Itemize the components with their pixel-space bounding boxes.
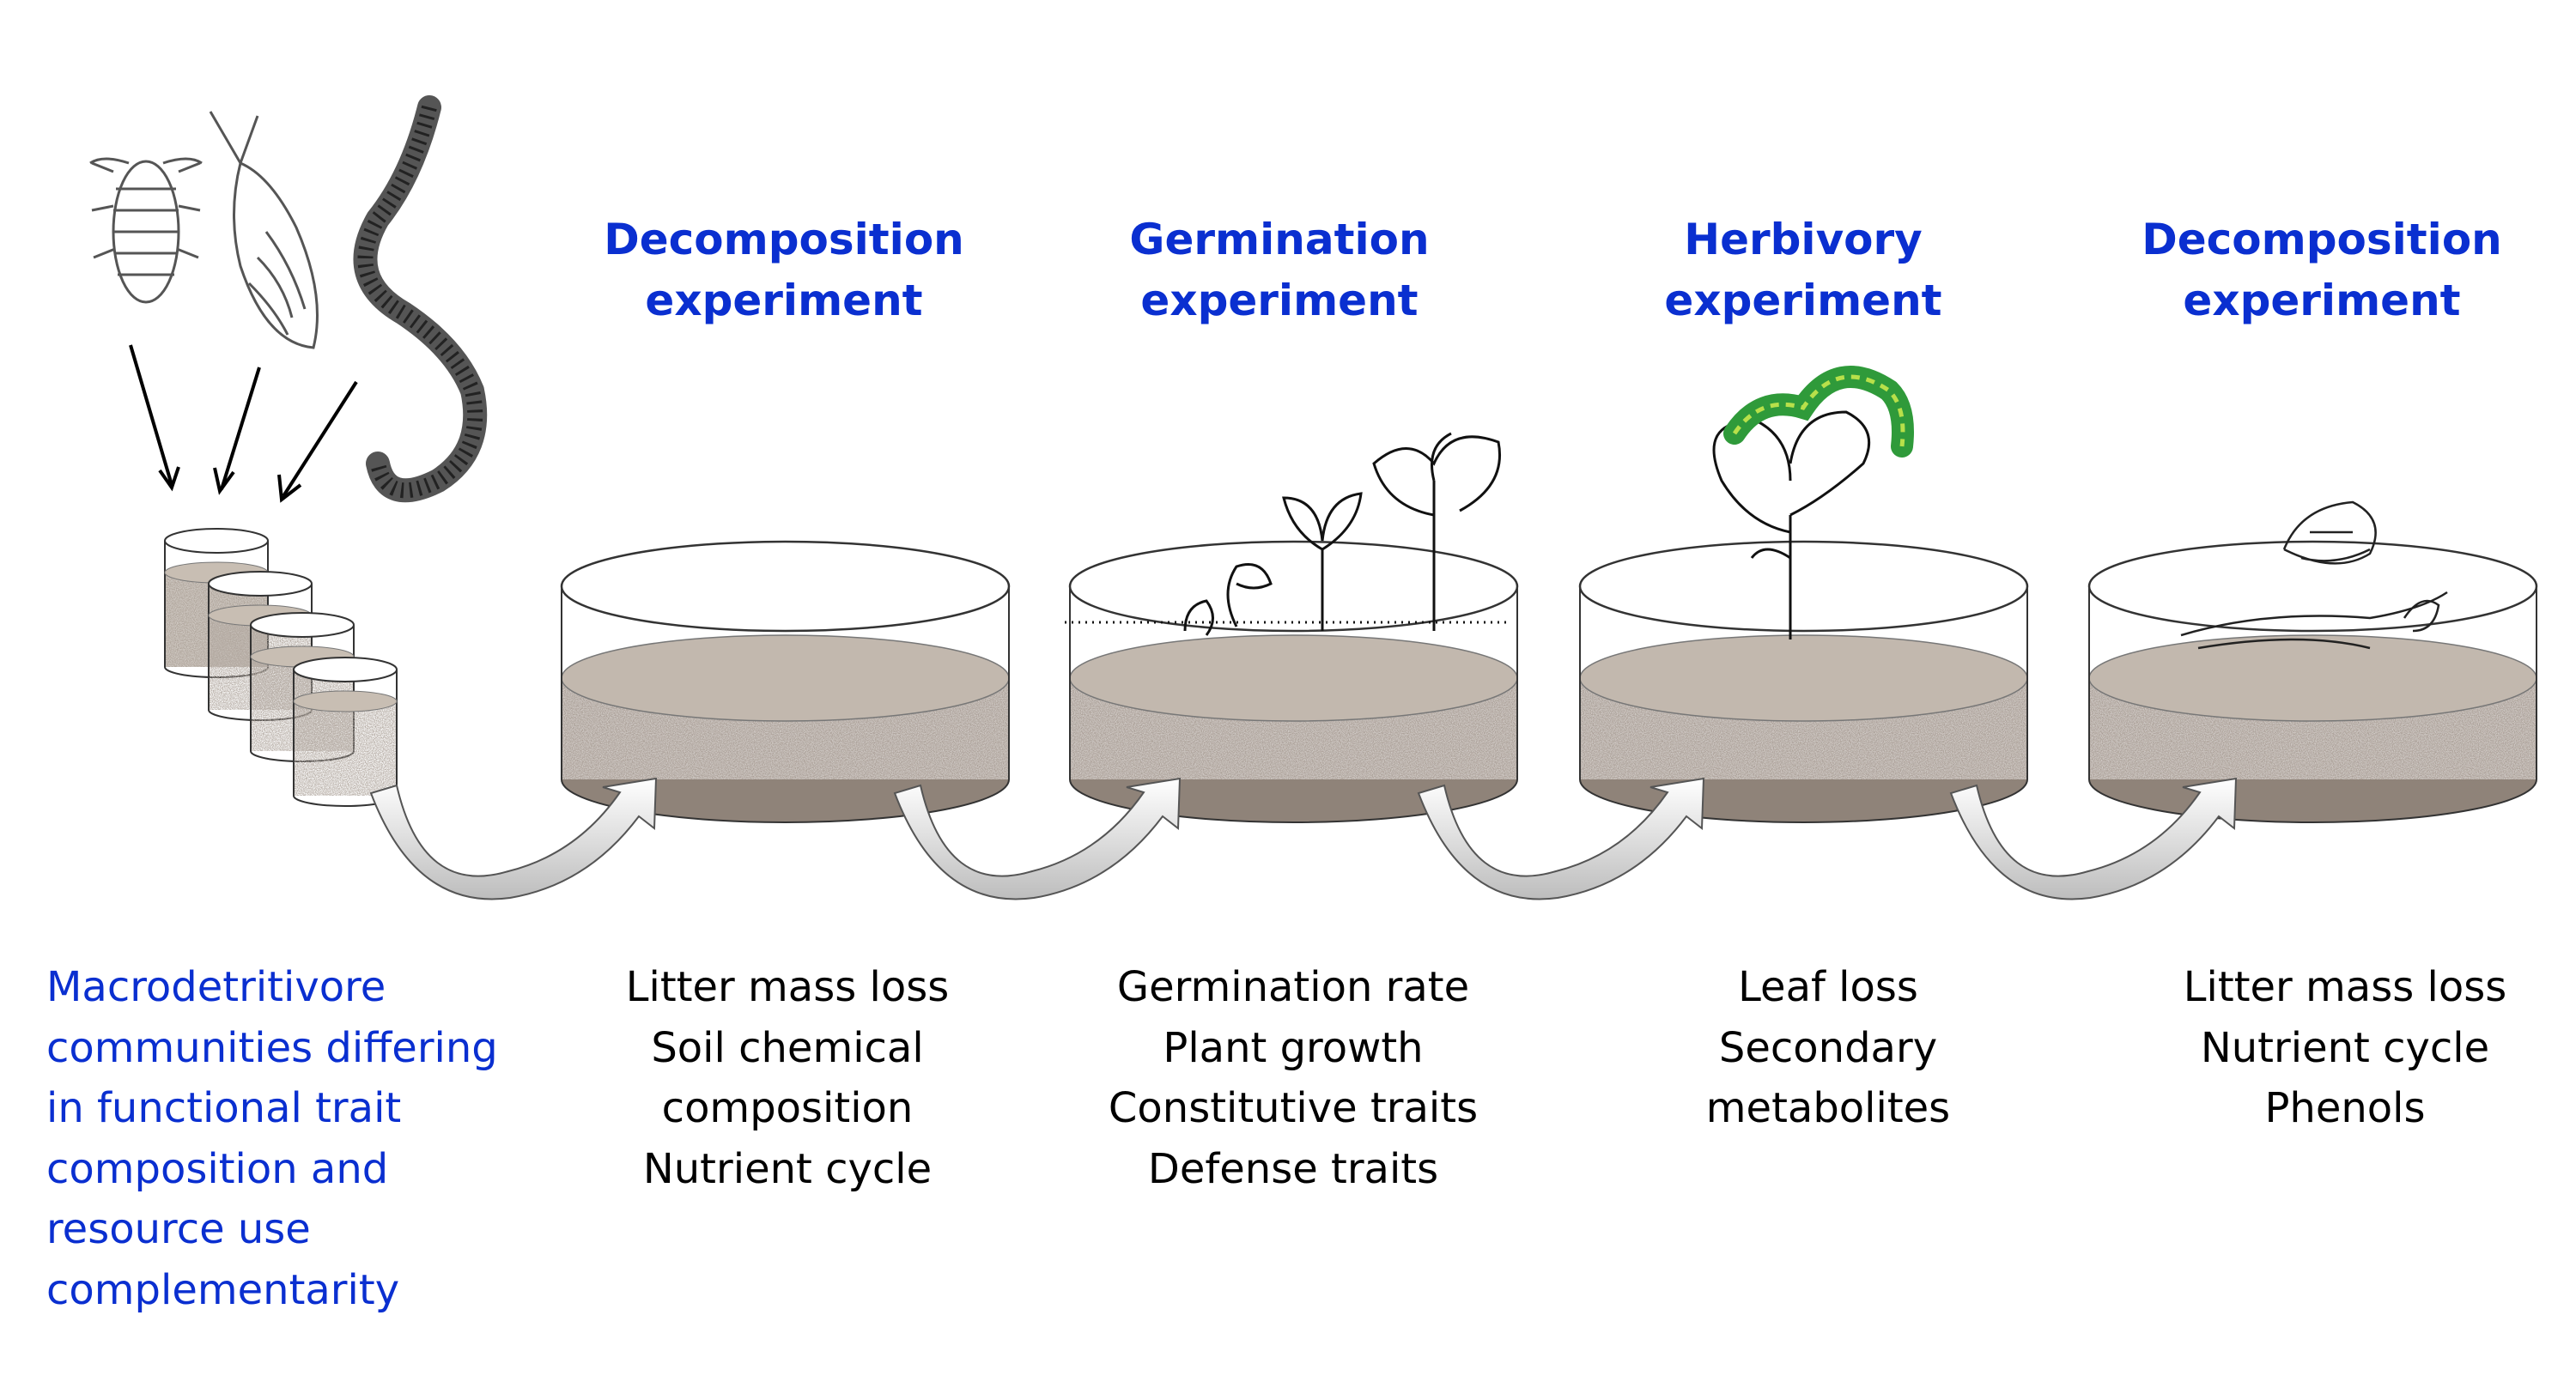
description-line: Macrodetritivore <box>46 963 386 1011</box>
litter-icon <box>2180 500 2448 650</box>
seedlings-icon <box>1065 432 1511 636</box>
heading-line: experiment <box>1664 276 1942 325</box>
variable-line: Leaf loss <box>1738 963 1918 1011</box>
decomposition-1-variables: Litter mass loss Soil chemical compositi… <box>521 957 1054 1199</box>
variable-line: Constitutive traits <box>1108 1084 1479 1132</box>
herbivory-variables: Leaf loss Secondary metabolites <box>1562 957 2094 1139</box>
description-line: composition and <box>46 1144 389 1193</box>
heading-line: Decomposition <box>604 215 964 264</box>
variable-line: Litter mass loss <box>2183 963 2507 1011</box>
heading-line: Germination <box>1129 215 1430 264</box>
community-cups <box>164 528 398 807</box>
variable-line: Plant growth <box>1163 1023 1424 1072</box>
variable-line: composition <box>661 1084 914 1132</box>
heading-line: experiment <box>1140 276 1419 325</box>
description-line: complementarity <box>46 1265 400 1314</box>
cup <box>293 657 398 807</box>
variable-line: Litter mass loss <box>625 963 950 1011</box>
heading-germination: Germination experiment <box>1039 209 1520 331</box>
variable-line: Germination rate <box>1116 963 1470 1011</box>
variable-line: metabolites <box>1705 1084 1951 1132</box>
snail-icon <box>209 111 319 349</box>
animal-arrows <box>129 344 358 503</box>
heading-line: Herbivory <box>1684 215 1923 264</box>
description-line: in functional trait <box>46 1084 402 1132</box>
transfer-arrows <box>369 777 2237 900</box>
variable-line: Nutrient cycle <box>2200 1023 2490 1072</box>
community-description: Macrodetritivore communities differing i… <box>46 957 498 1320</box>
heading-line: Decomposition <box>2142 215 2502 264</box>
plant-icon <box>1712 410 1871 639</box>
variable-line: Soil chemical <box>651 1023 924 1072</box>
variable-line: Defense traits <box>1147 1144 1439 1193</box>
petri-dish <box>1070 542 1517 822</box>
heading-line: experiment <box>645 276 923 325</box>
variable-line: Secondary <box>1718 1023 1938 1072</box>
woodlouse-icon <box>89 157 203 304</box>
description-line: resource use <box>46 1205 311 1253</box>
variable-line: Nutrient cycle <box>642 1144 933 1193</box>
variable-line: Phenols <box>2264 1084 2426 1132</box>
germination-variables: Germination rate Plant growth Constituti… <box>1027 957 1559 1199</box>
heading-decomposition-2: Decomposition experiment <box>2081 209 2562 331</box>
earthworm-icon <box>353 95 488 503</box>
earthworm-segments <box>357 105 483 499</box>
petri-dish <box>2089 542 2537 822</box>
petri-dish <box>1580 542 2027 822</box>
heading-line: experiment <box>2183 276 2461 325</box>
heading-herbivory: Herbivory experiment <box>1563 209 2044 331</box>
petri-dish <box>560 540 1011 823</box>
decomposition-2-variables: Litter mass loss Nutrient cycle Phenols <box>2079 957 2576 1139</box>
heading-decomposition-1: Decomposition experiment <box>544 209 1024 331</box>
caterpillar-icon <box>1723 366 1914 458</box>
description-line: communities differing <box>46 1023 498 1072</box>
